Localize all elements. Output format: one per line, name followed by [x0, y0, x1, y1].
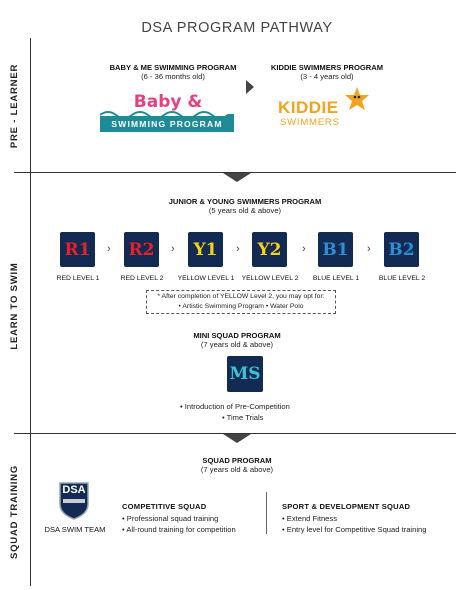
kiddie-program-title: KIDDIE SWIMMERS PROGRAM	[270, 63, 384, 72]
squad-program-title: SQUAD PROGRAM	[202, 456, 272, 465]
arrow-right-icon	[246, 80, 254, 94]
level-tile-blue-1: B1	[318, 232, 353, 267]
competitive-bullet-1: • Professional squad training	[122, 514, 219, 523]
level-label: BLUE LEVEL 1	[312, 275, 360, 282]
level-tile-red-2: R2	[124, 232, 159, 267]
level-badge: Y1	[188, 232, 223, 267]
chevron-right-icon: ›	[302, 243, 306, 255]
starfish-icon	[345, 87, 369, 110]
level-label: YELLOW LEVEL 1	[177, 275, 235, 282]
note-line: * After completion of YELLOW Level 2, yo…	[157, 293, 325, 300]
level-badge: Y2	[252, 232, 287, 267]
junior-program-age: (5 years old & above)	[208, 206, 282, 215]
page-title: DSA PROGRAM PATHWAY	[141, 20, 333, 36]
level-tile-red-1: R1	[60, 232, 95, 267]
level-code: B1	[322, 239, 349, 260]
kiddie-logo-subtext: SWIMMERS	[280, 117, 340, 128]
yellow-option-note: * After completion of YELLOW Level 2, yo…	[146, 290, 336, 314]
level-label: RED LEVEL 2	[120, 275, 164, 282]
level-label: BLUE LEVEL 2	[378, 275, 426, 282]
dsa-badge-text: DSA	[62, 484, 86, 496]
level-tile-yellow-2: Y2	[252, 232, 287, 267]
baby-me-logo-band: SWIMMING PROGRAM	[100, 116, 234, 132]
competitive-squad-title: COMPETITIVE SQUAD	[122, 502, 207, 511]
mini-squad-logo: MS	[227, 356, 263, 392]
kiddie-swimmers-logo: KIDDIE SWIMMERS	[278, 86, 378, 132]
squad-program-age: (7 years old & above)	[200, 465, 274, 474]
sport-development-squad-title: SPORT & DEVELOPMENT SQUAD	[282, 502, 411, 511]
level-badge: B1	[318, 232, 353, 267]
arrow-down-icon-2	[223, 434, 251, 443]
sport-bullet-2: • Entry level for Competitive Squad trai…	[282, 525, 427, 534]
level-tile-blue-2: B2	[384, 232, 419, 267]
squad-divider	[266, 492, 267, 534]
baby-program-title: BABY & ME SWIMMING PROGRAM	[109, 63, 237, 72]
level-label: YELLOW LEVEL 2	[241, 275, 299, 282]
sport-bullet-1: • Extend Fitness	[282, 514, 337, 523]
level-code: R2	[128, 239, 155, 260]
chevron-right-icon: ›	[367, 243, 371, 255]
level-label: RED LEVEL 1	[56, 275, 100, 282]
baby-me-logo: Baby & me SWIMMING PROGRAM	[100, 92, 234, 134]
note-options: • Artistic Swimming Program • Water Polo	[178, 303, 304, 310]
baby-program-age: (6 - 36 months old)	[141, 72, 205, 81]
level-code: Y2	[257, 239, 282, 260]
chevron-right-icon: ›	[171, 243, 175, 255]
kiddie-logo-text: KIDDIE	[278, 98, 339, 117]
stage-axis-line	[30, 38, 31, 586]
level-tile-yellow-1: Y1	[188, 232, 223, 267]
level-badge: R1	[60, 232, 95, 267]
arrow-down-icon-1	[223, 173, 251, 182]
level-badge: B2	[384, 232, 419, 267]
section-divider-1	[14, 172, 456, 173]
level-code: B2	[388, 239, 415, 260]
mini-squad-title: MINI SQUAD PROGRAM	[193, 331, 281, 340]
stage-label-squad-training: SQUAD TRAINING	[9, 464, 20, 560]
dsa-shield-icon	[59, 482, 89, 520]
chevron-right-icon: ›	[107, 243, 111, 255]
wave-icon	[100, 111, 234, 117]
section-divider-2	[14, 433, 456, 434]
competitive-bullet-2: • All-round training for competition	[122, 525, 236, 534]
level-badge: R2	[124, 232, 159, 267]
stage-label-pre-learner: PRE - LEARNER	[9, 63, 20, 149]
kiddie-program-age: (3 - 4 years old)	[300, 72, 354, 81]
mini-squad-bullet-2: • Time Trials	[222, 413, 264, 422]
junior-program-title: JUNIOR & YOUNG SWIMMERS PROGRAM	[168, 197, 322, 206]
stage-label-learn-to-swim: LEARN TO SWIM	[9, 262, 20, 350]
dsa-team-label: DSA SWIM TEAM	[44, 525, 106, 534]
mini-squad-age: (7 years old & above)	[200, 340, 274, 349]
mini-squad-logo-text: MS	[229, 364, 261, 384]
mini-squad-bullet-1: • Introduction of Pre-Competition	[180, 402, 290, 411]
chevron-right-icon: ›	[236, 243, 240, 255]
level-code: Y1	[193, 239, 218, 260]
level-code: R1	[64, 239, 91, 260]
